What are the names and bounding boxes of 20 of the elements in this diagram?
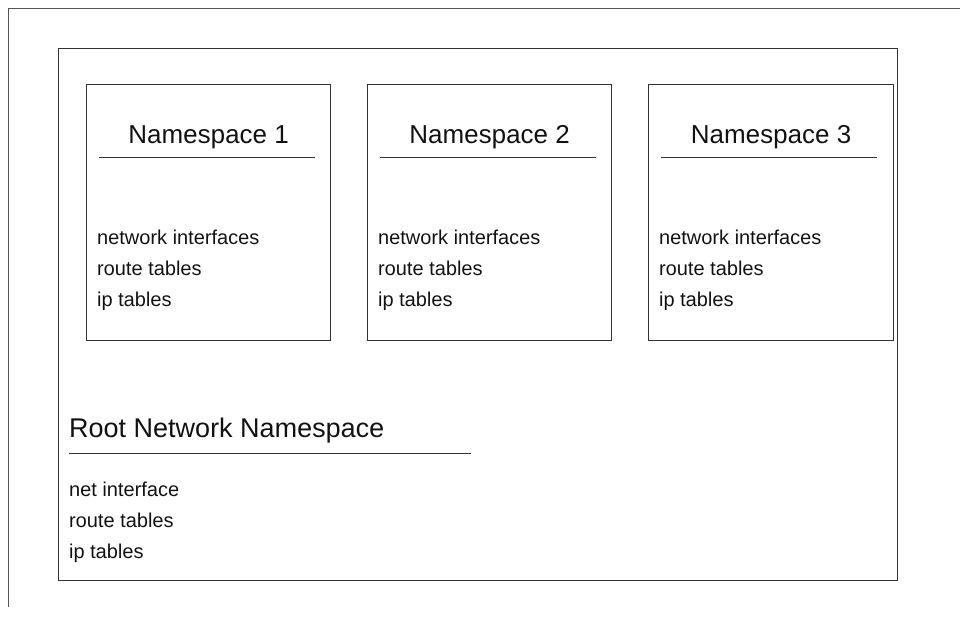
namespace-item: network interfaces <box>659 228 822 248</box>
namespace-container <box>58 48 898 581</box>
namespace-item: network interfaces <box>378 228 540 248</box>
namespace-item: ip tables <box>659 290 734 310</box>
namespace-item: ip tables <box>378 290 452 310</box>
namespace-item: ip tables <box>97 290 172 310</box>
namespace-item: network interfaces <box>97 228 260 248</box>
namespace-title: Root Network Namespace <box>69 415 384 442</box>
namespace-item: route tables <box>659 259 764 279</box>
namespace-box <box>367 84 612 341</box>
namespace-box <box>648 84 894 341</box>
namespace-title: Namespace 3 <box>690 121 852 147</box>
namespace-item: route tables <box>97 259 202 279</box>
namespace-item: net interface <box>69 480 180 500</box>
namespace-item: route tables <box>69 511 174 531</box>
namespace-title: Namespace 2 <box>409 121 570 147</box>
namespace-title: Namespace 1 <box>128 121 289 147</box>
namespace-item: route tables <box>378 259 483 279</box>
namespace-item: ip tables <box>69 542 144 562</box>
namespace-box <box>86 84 331 341</box>
